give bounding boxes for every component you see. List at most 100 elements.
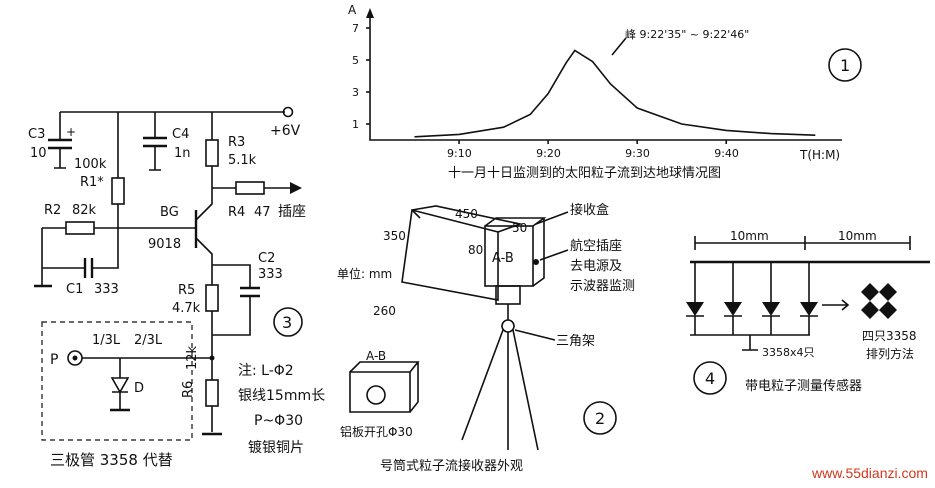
arrow-right-icon: [822, 299, 850, 311]
small-box-label: A-B: [366, 349, 386, 363]
chart-axes: [369, 15, 842, 141]
horn-top: [411, 205, 523, 233]
diode-icon: [762, 262, 780, 335]
diode-icon: [686, 262, 704, 335]
sensor-count-label: 3358x4只: [762, 346, 815, 359]
bg-type: 9018: [148, 237, 181, 252]
c4-value: 1n: [174, 146, 191, 161]
l2-label: 2/3L: [134, 333, 163, 348]
panel-4-number: 4: [705, 369, 715, 388]
c1-value: 333: [94, 282, 119, 297]
tripod-label: 三角架: [556, 334, 595, 349]
dim-10mm-2: 10mm: [838, 229, 877, 243]
peak-pointer: [611, 37, 627, 56]
dim-350: 350: [383, 229, 406, 243]
note-line-4: 镀银铜片: [248, 439, 304, 456]
panel-3-circle: [273, 307, 303, 337]
r5-label: R5: [178, 283, 195, 298]
panel-2-circle: [583, 401, 617, 435]
hole-label: 铝板开孔Φ30: [340, 424, 413, 439]
x-ticks: 9:10 9:20 9:30 9:40: [447, 140, 739, 160]
l1-label: 1/3L: [92, 333, 121, 348]
vcc-label: +6V: [270, 123, 301, 139]
panel-2-number: 2: [595, 409, 605, 428]
y-ticks: 1 3 5 7: [352, 22, 370, 131]
dim-80: 80: [468, 243, 483, 257]
panel-4-circle: [693, 361, 727, 395]
r5-resistor: [205, 284, 219, 312]
arrangement-icon: [861, 283, 897, 319]
r1-value: 100k: [74, 157, 107, 172]
diode-icon: [724, 262, 742, 335]
sensor-square: [861, 301, 879, 319]
sensor-square: [879, 283, 897, 301]
x-tick-label: 9:10: [447, 147, 472, 160]
socket-label: 插座: [278, 204, 306, 220]
c3-label: C3: [28, 127, 45, 142]
r3-value: 5.1k: [228, 153, 257, 168]
horn-panel: A-B 450 50 350 80 单位: mm 260 接收盒 航空插座 去电…: [337, 202, 635, 474]
r3-resistor: [205, 139, 219, 167]
c1-label: C1: [66, 282, 83, 297]
c2-label: C2: [258, 251, 275, 266]
y-tick-label: 7: [352, 22, 359, 35]
y-tick-label: 3: [352, 86, 359, 99]
diode-row: [686, 262, 818, 335]
note-line-3: P~Φ30: [254, 413, 303, 429]
dim-260: 260: [373, 304, 396, 318]
x-tick-label: 9:40: [714, 147, 739, 160]
vcc-terminal: [282, 106, 294, 118]
small-box: [349, 371, 411, 413]
tripod-legs: [461, 329, 539, 451]
r5-value: 4.7k: [172, 301, 201, 316]
c2-value: 333: [258, 267, 283, 282]
dim-450: 450: [455, 207, 478, 221]
diode-icon: [800, 262, 818, 335]
series-line: [414, 49, 816, 138]
probe-caption: 三极管 3358 代替: [50, 451, 173, 469]
r4-resistor: [235, 181, 265, 195]
r1-label: R1*: [80, 175, 104, 190]
sensor-square: [861, 283, 879, 301]
chart-xlabel: T(H:M): [799, 148, 840, 162]
c4-label: C4: [172, 127, 189, 142]
c3-plus: +: [66, 125, 76, 139]
r2-label: R2: [44, 203, 61, 218]
note-line-1: 注: L-Φ2: [238, 363, 294, 379]
r3-label: R3: [228, 135, 245, 150]
sensor-panel: 10mm 10mm 3358x4只 四只3358 排列方法 4 带电粒子测量传感…: [686, 229, 930, 395]
x-tick-label: 9:30: [625, 147, 650, 160]
diode-d-label: D: [134, 381, 144, 396]
r2-value: 82k: [72, 203, 97, 218]
r4-label: R4: [228, 205, 245, 220]
receiver-box-title: 接收盒: [570, 202, 609, 218]
chart-ylabel: A: [348, 3, 357, 17]
r6-resistor: [205, 379, 219, 407]
dim-10mm-1: 10mm: [730, 229, 769, 243]
panel-3-number: 3: [282, 313, 292, 332]
x-tick-label: 9:20: [536, 147, 561, 160]
panel-1-number: 1: [840, 56, 850, 75]
peak-annotation: 峰 9:22'35" ~ 9:22'46": [625, 28, 749, 41]
horn-caption: 号筒式粒子流接收器外观: [380, 458, 523, 474]
chart-panel: A 1 3 5 7 9:10 9:20 9:30 9:40 峰 9:22'35" ~ 9:2…: [348, 3, 862, 181]
panel-1-circle: [828, 48, 862, 82]
connector-line-3: 示波器监测: [570, 279, 635, 294]
note-line-2: 银线15mm长: [238, 388, 325, 404]
dim-50: 50: [512, 221, 527, 235]
unit-label: 单位: mm: [337, 266, 392, 281]
probe-p-label: P: [50, 352, 58, 368]
bg-label: BG: [160, 205, 179, 220]
probe-box: [41, 321, 193, 441]
connector-line-1: 航空插座: [570, 238, 622, 254]
y-tick-label: 5: [352, 54, 359, 67]
arrangement-line-1: 四只3358: [862, 329, 917, 343]
watermark: www.55dianzi.com: [811, 465, 928, 481]
arrangement-line-2: 排列方法: [866, 346, 914, 361]
receiver-box-label: A-B: [492, 251, 514, 266]
y-tick-label: 1: [352, 118, 359, 131]
sensor-caption: 带电粒子测量传感器: [745, 378, 862, 394]
chart-title: 十一月十日监测到的太阳粒子流到达地球情况图: [448, 165, 721, 181]
c3-value: 10: [30, 146, 47, 161]
